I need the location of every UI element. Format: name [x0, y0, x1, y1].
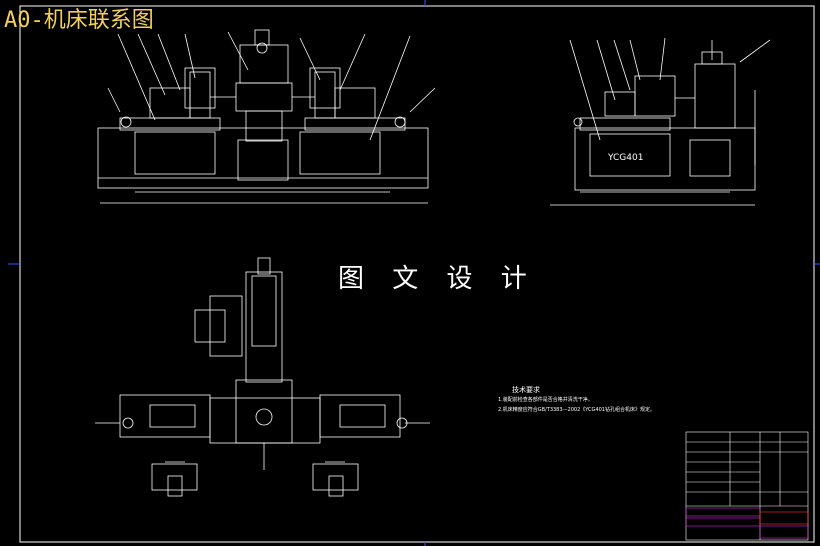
side-view-model-label: YCG401 [608, 153, 644, 163]
front-view [97, 29, 436, 204]
title-block [685, 431, 809, 541]
sheet-border [19, 5, 815, 543]
watermark-text: 图 文 设 计 [338, 264, 537, 294]
drawing-title: A0-机床联系图 [4, 8, 154, 33]
top-view [95, 257, 430, 497]
technical-note-2: 2.机床精度应符合GB/T3383—2002《YCG401钻孔组合机床》规定。 [498, 407, 655, 413]
technical-note-1: 1.装配前检查各部件是否合格并清洗干净。 [498, 397, 593, 403]
side-view [550, 37, 771, 206]
technical-notes-title: 技术要求 [512, 386, 540, 394]
